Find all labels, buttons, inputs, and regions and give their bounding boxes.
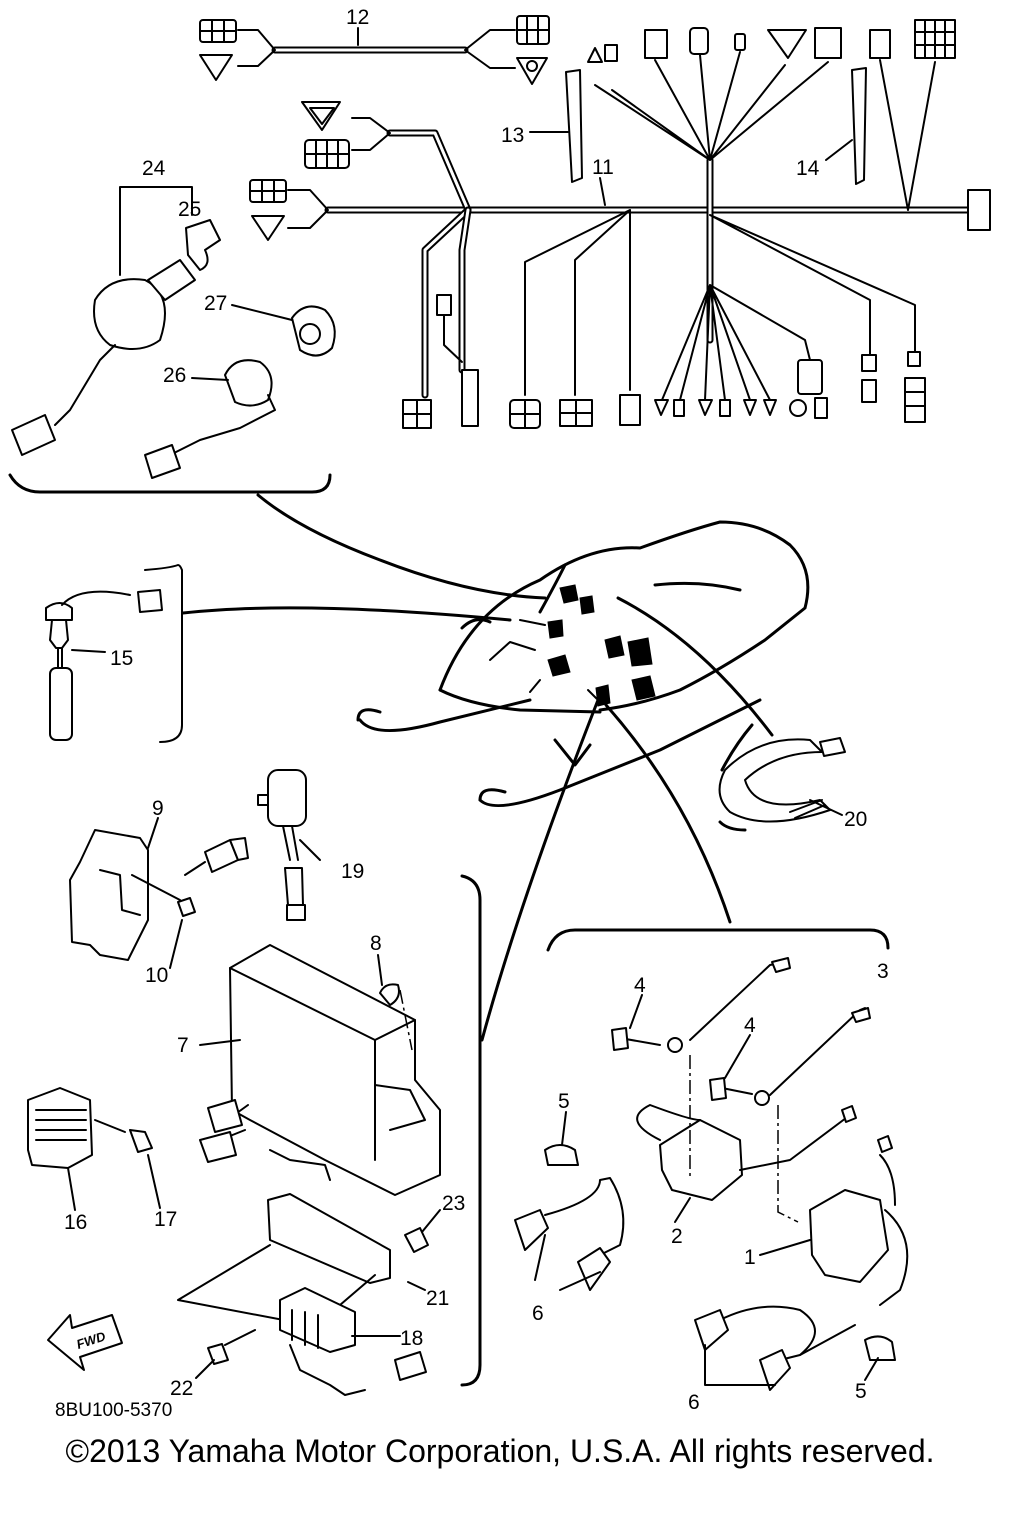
- part-label-25: 25: [178, 198, 201, 221]
- part-label-18: 18: [400, 1327, 423, 1350]
- sensor-15: [45, 564, 512, 743]
- part-label-24: 24: [142, 157, 166, 180]
- band-20: [718, 723, 846, 832]
- part-label-21: 21: [426, 1287, 449, 1310]
- part-label-8: 8: [370, 932, 382, 955]
- main-harness-11: [249, 19, 991, 429]
- leader-band: [616, 596, 774, 737]
- part-number-labels: 12 13 11 14 24 25 27 26 15 9 19 20 10 8 …: [64, 6, 889, 1414]
- part-label-14: 14: [796, 157, 820, 180]
- part-label-7: 7: [177, 1034, 189, 1057]
- sensor-19: [257, 769, 307, 921]
- part-label-11: 11: [592, 156, 614, 179]
- switch-group-24: [8, 186, 336, 494]
- cdi-group-7: [199, 874, 482, 1387]
- ignition-group: [514, 928, 909, 1391]
- callout-leaders: [67, 27, 879, 1381]
- bracket-9: [69, 829, 249, 961]
- part-label-2: 2: [671, 1225, 683, 1248]
- part-label-4b: 4: [744, 1014, 756, 1037]
- leader-cdi-group: [480, 698, 600, 1042]
- regulator-16: [27, 1087, 153, 1169]
- part-label-19: 19: [341, 860, 364, 883]
- leader-ignition-group: [604, 703, 732, 924]
- part-label-3: 3: [877, 960, 889, 983]
- part-label-27: 27: [204, 292, 227, 315]
- arrow-cdi: [587, 687, 606, 701]
- cable-tie-13: [565, 69, 583, 183]
- part-label-10: 10: [145, 964, 168, 987]
- part-label-12: 12: [346, 6, 369, 29]
- part-label-20: 20: [844, 808, 867, 831]
- part-label-5a: 5: [558, 1090, 570, 1113]
- part-label-9: 9: [152, 797, 164, 820]
- part-label-4a: 4: [634, 974, 646, 997]
- part-label-26: 26: [163, 364, 186, 387]
- part-label-1: 1: [744, 1246, 756, 1269]
- part-label-22: 22: [170, 1377, 193, 1400]
- part-label-16: 16: [64, 1211, 87, 1234]
- part-label-17: 17: [154, 1208, 177, 1231]
- relay-group-18: [177, 1193, 429, 1396]
- cable-tie-14: [851, 67, 867, 185]
- fwd-arrow-icon: FWD: [47, 1314, 123, 1371]
- part-label-23: 23: [442, 1192, 465, 1215]
- leader-switch-group: [256, 493, 547, 600]
- snowmobile-outline: [356, 520, 810, 808]
- part-label-13: 13: [501, 124, 524, 147]
- part-label-6a: 6: [532, 1302, 544, 1325]
- copyright-notice: ©2013 Yamaha Motor Corporation, U.S.A. A…: [65, 1433, 935, 1469]
- part-label-6b: 6: [688, 1391, 700, 1414]
- part-label-15: 15: [110, 647, 133, 670]
- sub-harness-12: [199, 15, 550, 85]
- part-label-5b: 5: [855, 1380, 867, 1403]
- drawing-code: 8BU100-5370: [55, 1400, 173, 1421]
